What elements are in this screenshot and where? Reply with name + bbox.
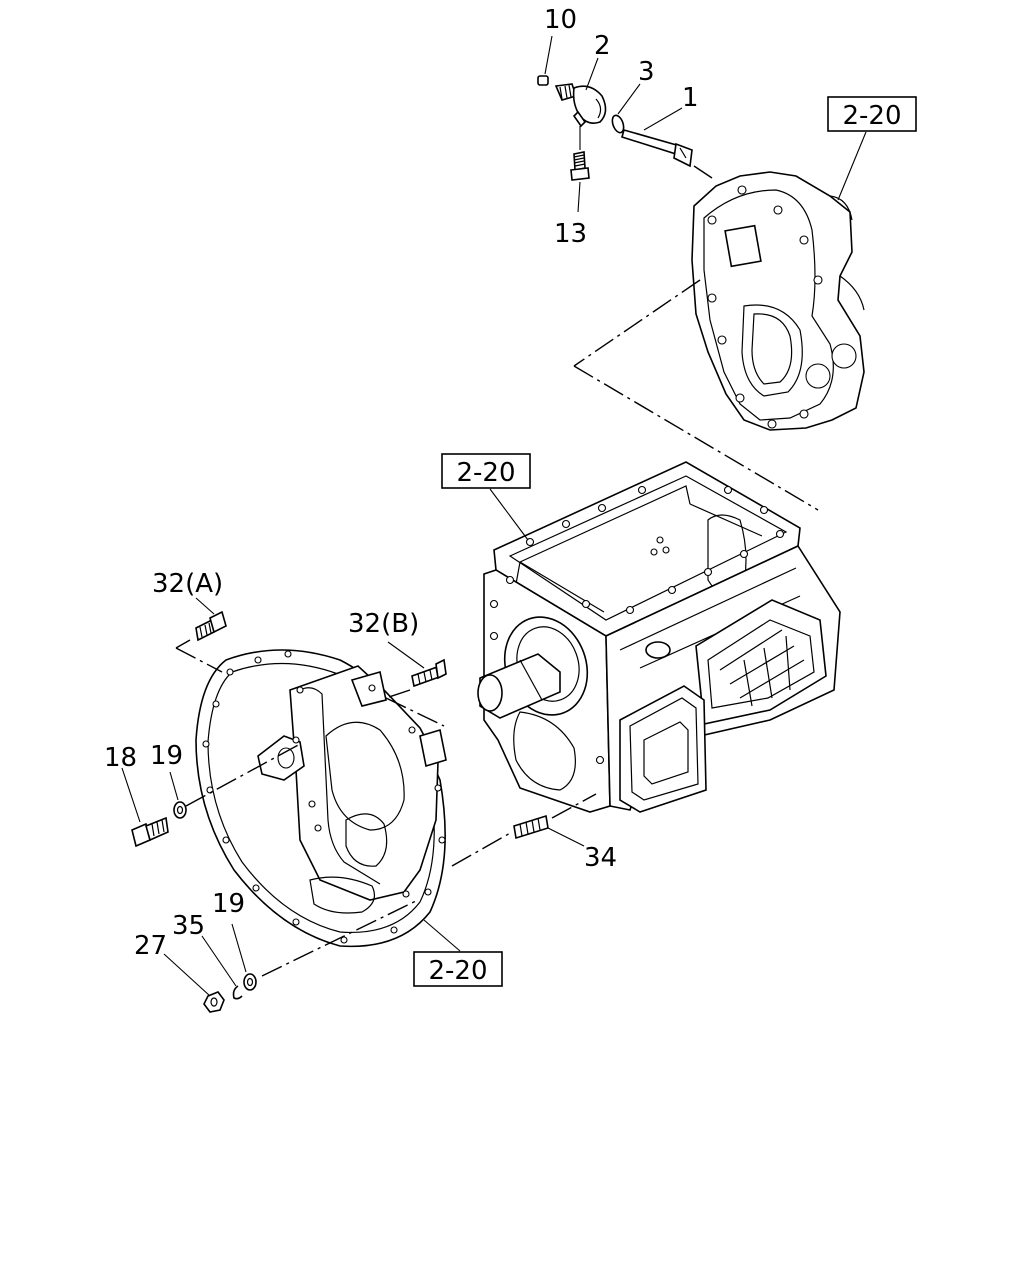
part-10-small-plug <box>537 75 549 86</box>
label-part-1: 1 <box>682 83 699 113</box>
part-19-washer-lower <box>243 973 257 991</box>
label-part-27: 27 <box>134 931 167 961</box>
leader-lines-top <box>544 35 713 213</box>
part-number-labels: 10 2 3 1 13 32(A) 32(B) 19 18 34 19 35 2… <box>104 5 699 961</box>
leader-27 <box>163 953 211 997</box>
top-housing-bolt-holes <box>707 185 823 429</box>
leader-32b <box>387 641 425 669</box>
label-part-2: 2 <box>594 31 611 61</box>
part-32b-stud <box>411 658 447 688</box>
reference-box-bottom[interactable]: 2-20 <box>413 951 503 987</box>
part-27-nut <box>203 991 225 1013</box>
reference-label-bottom: 2-20 <box>428 956 487 986</box>
label-part-18: 18 <box>104 743 137 773</box>
label-part-32a: 32(A) <box>152 569 223 599</box>
leader-32a <box>195 597 215 615</box>
label-part-3: 3 <box>638 57 655 87</box>
leader-34 <box>547 827 585 847</box>
leader-19-lower <box>231 923 247 973</box>
leader-ref-middle <box>489 488 529 541</box>
reference-label-top: 2-20 <box>842 101 901 131</box>
part-19-washer-upper <box>173 801 187 819</box>
part-34-stud <box>513 814 549 840</box>
main-case-bolt-holes <box>489 485 785 765</box>
part-32a-bolt <box>195 610 227 642</box>
part-3-o-ring <box>611 114 625 134</box>
leader-ref-bottom <box>423 919 461 952</box>
leader-ref-top <box>837 131 867 201</box>
reference-box-top[interactable]: 2-20 <box>827 96 917 132</box>
label-part-13: 13 <box>554 219 587 249</box>
part-2-sensor-body <box>554 83 607 128</box>
top-gear-housing <box>691 171 865 431</box>
label-part-19-upper: 19 <box>150 741 183 771</box>
label-part-32b: 32(B) <box>348 609 419 639</box>
leader-19-upper <box>169 771 179 801</box>
part-35-snap-ring <box>232 985 243 1000</box>
alignment-lines-lower <box>175 639 597 977</box>
part-13-bolt <box>570 151 590 181</box>
label-part-10: 10 <box>544 5 577 35</box>
main-transmission-case <box>477 461 841 813</box>
alignment-lines-upper <box>573 279 819 511</box>
part-1-sensor-rod <box>621 129 693 168</box>
label-part-35: 35 <box>172 911 205 941</box>
reference-box-middle[interactable]: 2-20 <box>441 453 531 489</box>
label-part-19-lower: 19 <box>212 889 245 919</box>
part-18-bolt <box>131 816 169 848</box>
leader-18 <box>121 767 141 823</box>
label-part-34: 34 <box>584 843 617 873</box>
reference-label-middle: 2-20 <box>456 458 515 488</box>
leader-35 <box>201 935 237 987</box>
